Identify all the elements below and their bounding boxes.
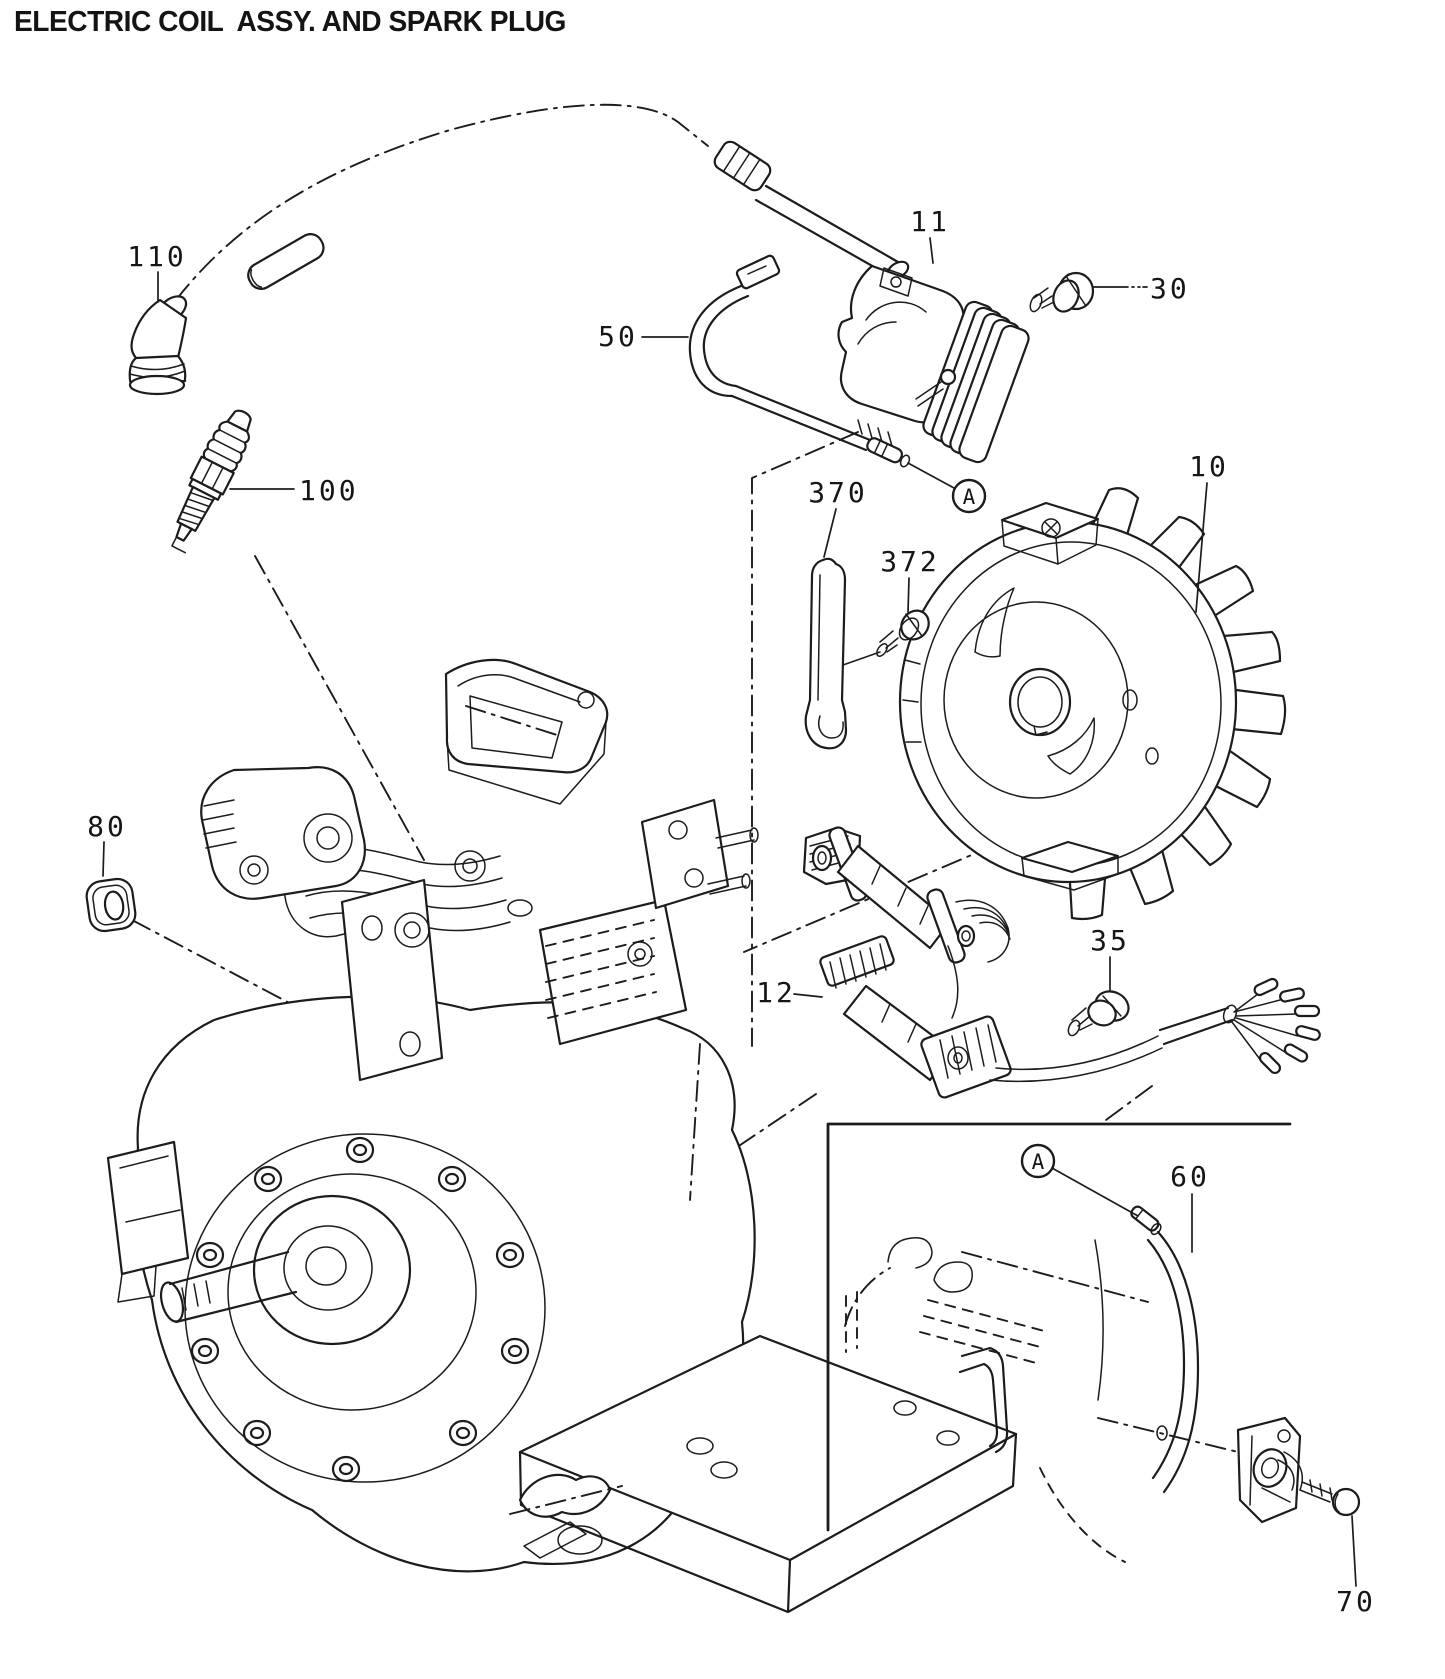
callout-372: 372 <box>880 545 940 613</box>
callout-50: 50 <box>598 320 689 353</box>
view-marker-a-main: A <box>907 462 987 514</box>
callout-11-label: 11 <box>910 205 950 238</box>
engine-block <box>106 658 1018 1614</box>
callout-70-label: 70 <box>1336 1585 1376 1618</box>
callout-80: 80 <box>87 810 127 877</box>
ht-wire-boot <box>713 140 772 192</box>
wire-sleeve-part <box>247 233 325 290</box>
primary-lead-wire-part <box>688 254 911 468</box>
spark-plug-part <box>171 409 252 554</box>
callout-70: 70 <box>1336 1515 1376 1618</box>
wire-harness-part <box>1158 977 1321 1075</box>
grommet-part <box>85 877 137 933</box>
callout-30-label: 30 <box>1150 272 1190 305</box>
callout-30: 30 <box>1093 272 1190 305</box>
screw-part-70 <box>1299 1479 1361 1517</box>
charge-coil-part <box>819 935 1163 1099</box>
view-marker-a-main-label: A <box>963 485 976 509</box>
spark-plug-cap-part <box>128 295 188 396</box>
view-marker-a-main-circle <box>951 478 987 514</box>
page-title: ELECTRIC COIL ASSY. AND SPARK PLUG <box>14 6 566 38</box>
callout-10-label: 10 <box>1189 450 1229 483</box>
callout-100-label: 100 <box>299 474 359 507</box>
view-marker-a-inset: A <box>1020 1143 1139 1217</box>
callout-110: 110 <box>127 240 187 303</box>
stop-switch-wire <box>1130 1205 1200 1494</box>
bolt-part-35 <box>1067 990 1130 1037</box>
callout-35-label: 35 <box>1090 924 1130 957</box>
view-marker-a-inset-circle <box>1020 1143 1056 1179</box>
view-marker-a-main-leader <box>907 462 955 489</box>
callout-60: 60 <box>1170 1160 1210 1253</box>
ignition-coil-part <box>713 140 1030 464</box>
callout-80-label: 80 <box>87 810 127 843</box>
screw-part-372 <box>876 609 930 657</box>
callout-50-label: 50 <box>598 320 638 353</box>
callout-35: 35 <box>1090 924 1130 991</box>
callout-372-label: 372 <box>880 545 940 578</box>
callout-370-leader <box>823 508 837 558</box>
callout-80-leader <box>102 841 105 877</box>
inset-detail-box <box>826 1122 1361 1563</box>
strap-part-370 <box>804 557 881 750</box>
callout-10: 10 <box>1189 450 1229 613</box>
bolt-part-30 <box>1029 271 1095 313</box>
stop-switch-part <box>1236 1416 1304 1524</box>
callout-12: 12 <box>756 976 823 1009</box>
callout-12-leader <box>793 993 823 998</box>
view-marker-a-inset-label: A <box>1032 1150 1045 1174</box>
view-marker-a-inset-leader <box>1051 1167 1139 1217</box>
kill-wire-boot <box>866 437 904 464</box>
callout-110-label: 110 <box>127 240 187 273</box>
ignition-source-coil-part <box>802 826 1011 1019</box>
blower-housing-outline <box>844 1237 1239 1563</box>
callout-372-leader <box>907 577 910 613</box>
coil-core-laminations <box>922 300 1030 464</box>
callout-10-leader <box>1195 482 1208 613</box>
callout-100: 100 <box>229 474 359 507</box>
callout-12-label: 12 <box>756 976 796 1009</box>
callout-60-label: 60 <box>1170 1160 1210 1193</box>
part-callouts: 110 100 80 50 11 30 <box>87 205 1376 1618</box>
callout-11: 11 <box>910 205 950 264</box>
callout-370-label: 370 <box>808 476 868 509</box>
flywheel-part <box>898 487 1287 921</box>
callout-70-leader <box>1351 1515 1357 1587</box>
callout-370: 370 <box>808 476 868 558</box>
cover-bolt-holes <box>190 1136 530 1483</box>
callout-11-leader <box>929 237 934 264</box>
